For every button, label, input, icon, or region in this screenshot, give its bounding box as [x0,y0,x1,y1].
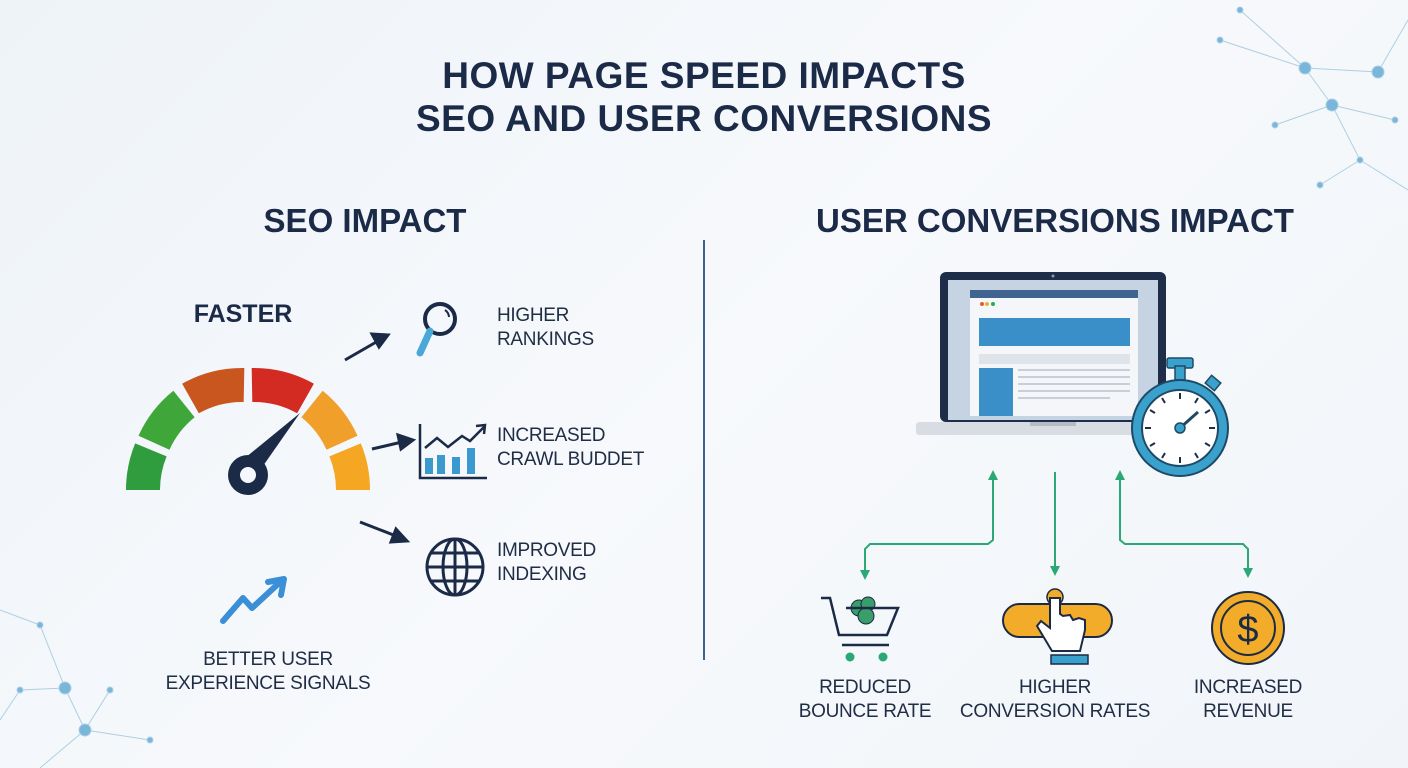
laptop-icon [916,272,1166,435]
section-divider [703,240,705,660]
gauge-segment-green-1 [125,443,167,491]
outcome-line1: HIGHER [1018,677,1092,698]
gauge-segment-orange-red [182,368,245,414]
benefit-line2: RANKINGS [497,329,594,350]
benefit-line2: EXPERIENCE SIGNALS [165,673,371,694]
gauge-label: FASTER [193,300,293,328]
outcome-line2: CONVERSION RATES [959,701,1151,722]
gauge-segment-orange [300,390,358,451]
benefit-improved-indexing: IMPROVED INDEXING [497,539,596,587]
outcome-line2: REVENUE [1203,701,1293,722]
gauge-segment-green-2 [138,390,196,451]
seo-heading: SEO IMPACT [263,202,467,239]
svg-text:$: $ [1237,609,1258,651]
benefit-line1: IMPROVED [497,540,596,561]
dollar-coin-icon: $ [1211,591,1285,665]
outcome-line1: INCREASED [1193,677,1303,698]
trend-up-arrow-icon [220,576,287,624]
stopwatch-icon [1131,357,1229,477]
bar-chart-trend-icon [418,423,487,480]
page-title-line2: SEO AND USER CONVERSIONS [416,98,992,139]
gauge-segment-amber [329,443,371,491]
conversions-heading: USER CONVERSIONS IMPACT [816,202,1294,239]
outcome-line2: BOUNCE RATE [798,701,932,722]
outcome-revenue: INCREASED REVENUE [1138,676,1358,724]
magnifier-icon [416,302,457,357]
benefit-line1: HIGHER [497,305,570,326]
outcome-conversion-rates: HIGHER CONVERSION RATES [945,676,1165,724]
outcome-bounce-rate: REDUCED BOUNCE RATE [755,676,975,724]
benefit-line1: INCREASED [497,425,606,446]
benefit-crawl-budget: INCREASED CRAWL BUDDET [497,424,644,472]
click-button-icon [1002,588,1113,665]
benefit-line2: CRAWL BUDDET [497,449,644,470]
globe-icon [425,537,485,597]
benefit-ux-signals: BETTER USER EXPERIENCE SIGNALS [158,648,378,696]
benefit-line2: INDEXING [497,564,587,585]
gauge-segment-red [251,368,314,414]
benefit-line1: BETTER USER [203,649,333,670]
page-title-line1: HOW PAGE SPEED IMPACTS [442,55,966,96]
shopping-cart-icon [821,596,900,662]
outcome-line1: REDUCED [819,677,911,698]
benefit-higher-rankings: HIGHER RANKINGS [497,304,594,352]
